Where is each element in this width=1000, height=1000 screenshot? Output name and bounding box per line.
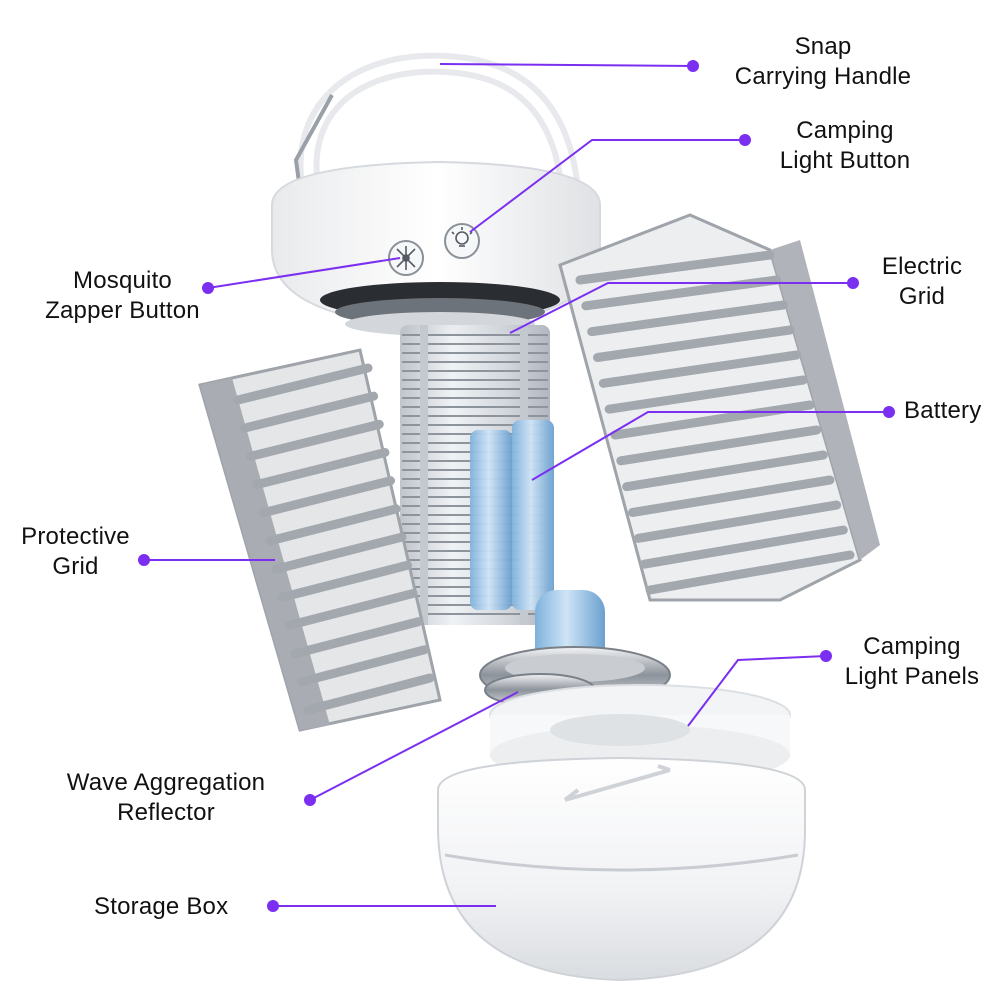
mosquito-icon [396, 246, 416, 270]
bulb-icon [451, 227, 473, 247]
label-electric-grid: Electric Grid [881, 253, 963, 310]
label-snap-carrying-handle: Snap Carrying Handle [734, 33, 912, 90]
grid-slat [604, 375, 808, 414]
grid-slat [290, 617, 424, 659]
label-battery: Battery [904, 397, 982, 424]
label-mosquito-zapper-button: Mosquito Zapper Button [45, 267, 200, 324]
grid-slat [581, 275, 782, 311]
mosquito-zapper-button[interactable] [388, 240, 424, 276]
label-protective-grid: Protective Grid [21, 523, 130, 580]
grid-slat [271, 532, 407, 574]
grid-slat [239, 391, 379, 433]
grid-slat [610, 400, 815, 440]
grid-slat [639, 525, 848, 569]
callout-lines [138, 60, 895, 912]
grid-slat [598, 350, 802, 388]
grid-slat [622, 450, 828, 492]
grid-slat [252, 448, 390, 490]
grid-slat [628, 475, 835, 517]
grid-slat [284, 588, 418, 630]
grid-slat [233, 363, 373, 405]
grid-slat [645, 550, 855, 595]
grid-slat [575, 250, 775, 285]
label-wave-aggregation-reflector: Wave Aggregation Reflector [66, 769, 266, 826]
grid-slat [616, 425, 822, 466]
grid-slat [246, 419, 384, 461]
battery [470, 420, 605, 680]
top-cap [271, 160, 601, 336]
grid-slat [278, 560, 412, 602]
label-camping-light-button: Camping Light Button [779, 117, 911, 174]
grid-slat [265, 504, 401, 546]
protective-grid-right [558, 213, 880, 602]
grid-slat [587, 300, 788, 337]
storage-box [437, 756, 806, 982]
grid-slat [593, 325, 795, 362]
label-camping-light-panels: Camping Light Panels [844, 633, 980, 690]
grid-slat [297, 645, 429, 687]
grid-slat [633, 500, 842, 543]
grid-slat [258, 476, 396, 518]
protective-grid-left [198, 348, 442, 732]
grid-slat [303, 673, 435, 715]
label-storage-box: Storage Box [94, 893, 229, 920]
